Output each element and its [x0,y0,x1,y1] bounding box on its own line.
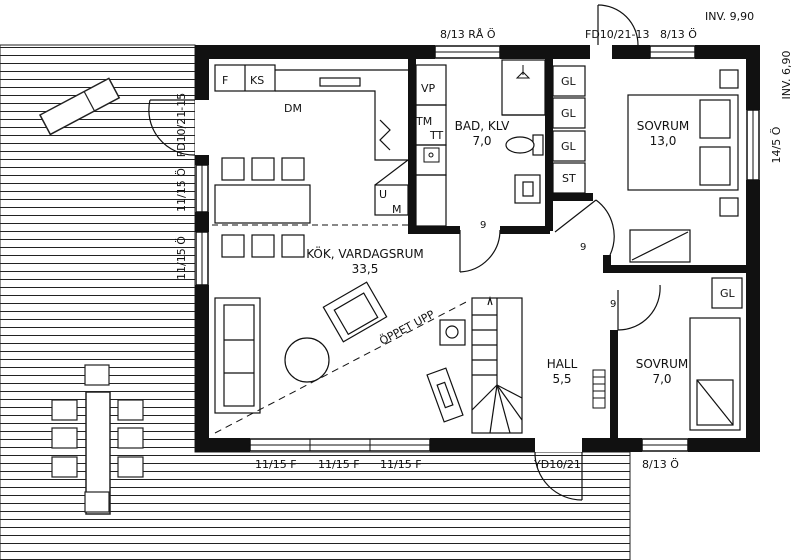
fixture-ks: KS [250,74,264,87]
wardrobe-gl-4: GL [720,287,736,300]
window-bottom-2-label: 11/15 F [318,458,360,471]
patio-table-icon [51,364,144,515]
window-right-label: 14/5 Ö [770,126,783,163]
window-bottom-bed-label: 8/13 Ö [642,458,679,471]
kitchen-counter [214,64,409,216]
bedroom-1-area: 13,0 [650,134,677,148]
sink-icon [423,147,440,163]
door-width-bath: 9 [480,220,486,231]
hall-area: 5,5 [552,372,571,386]
fixture-m: M [392,203,402,216]
staircase-icon [471,295,523,434]
double-bed-icon [627,69,739,263]
sofa-icon [214,297,261,414]
armchair-icon [322,281,388,343]
wardrobe-gl-1: GL [561,75,577,88]
sun-lounger-icon [38,77,121,136]
radiator-icon [592,369,606,409]
bedroom-2-area: 7,0 [652,372,671,386]
doors [148,4,661,501]
door-bottom-label: YD10/21 [533,458,581,471]
inv-y-label: INV. 6,90 [780,50,793,99]
single-bed-icon [689,317,741,431]
fixture-vp: VP [421,82,436,95]
terrace [0,44,631,560]
door-top-label: FD10/21-13 [585,28,649,41]
wardrobe-st: ST [562,172,576,185]
window-bottom-3-label: 11/15 F [380,458,422,471]
bedroom-1-name: SOVRUM [637,119,690,133]
window-bottom-1-label: 11/15 F [255,458,297,471]
wardrobe-gl-3: GL [561,140,577,153]
round-table-icon [284,337,330,383]
bath-name: BAD, KLV [455,119,511,133]
window-top-bed-label: 8/13 Ö [660,28,697,41]
window-left-1-label: 11/15 Ö [175,168,188,212]
fixture-u: U [379,188,387,201]
door-left-label: FD10/21-15 [175,93,188,157]
fixture-tt: TT [429,129,444,142]
dining-table-icon [214,157,311,258]
fixture-tm: TM [415,115,432,128]
hall-name: HALL [547,357,578,371]
fixture-f: F [222,74,228,87]
inv-x-label: INV. 9,90 [705,10,754,23]
toilet-icon [505,134,544,156]
kitchen-area: 33,5 [352,262,379,276]
window-top-bath-label: 8/13 RÅ Ö [440,28,496,41]
interior-walls [408,59,760,438]
bedroom-2-name: SOVRUM [636,357,689,371]
wardrobe-gl-2: GL [561,107,577,120]
exterior-walls [195,45,760,452]
bathroom-fixtures [415,59,546,227]
kitchen-name: KÖK, VARDAGSRUM [306,245,424,261]
coffee-table-icon [426,367,464,423]
shower-icon [515,65,531,79]
bath-area: 7,0 [472,134,491,148]
stove-icon [439,319,466,346]
door-width-bed1: 9 [580,242,586,253]
wardrobes [552,65,743,309]
window-left-2-label: 11/15 Ö [175,236,188,280]
door-width-bed2: 9 [610,299,616,310]
fixture-dm: DM [284,102,302,115]
